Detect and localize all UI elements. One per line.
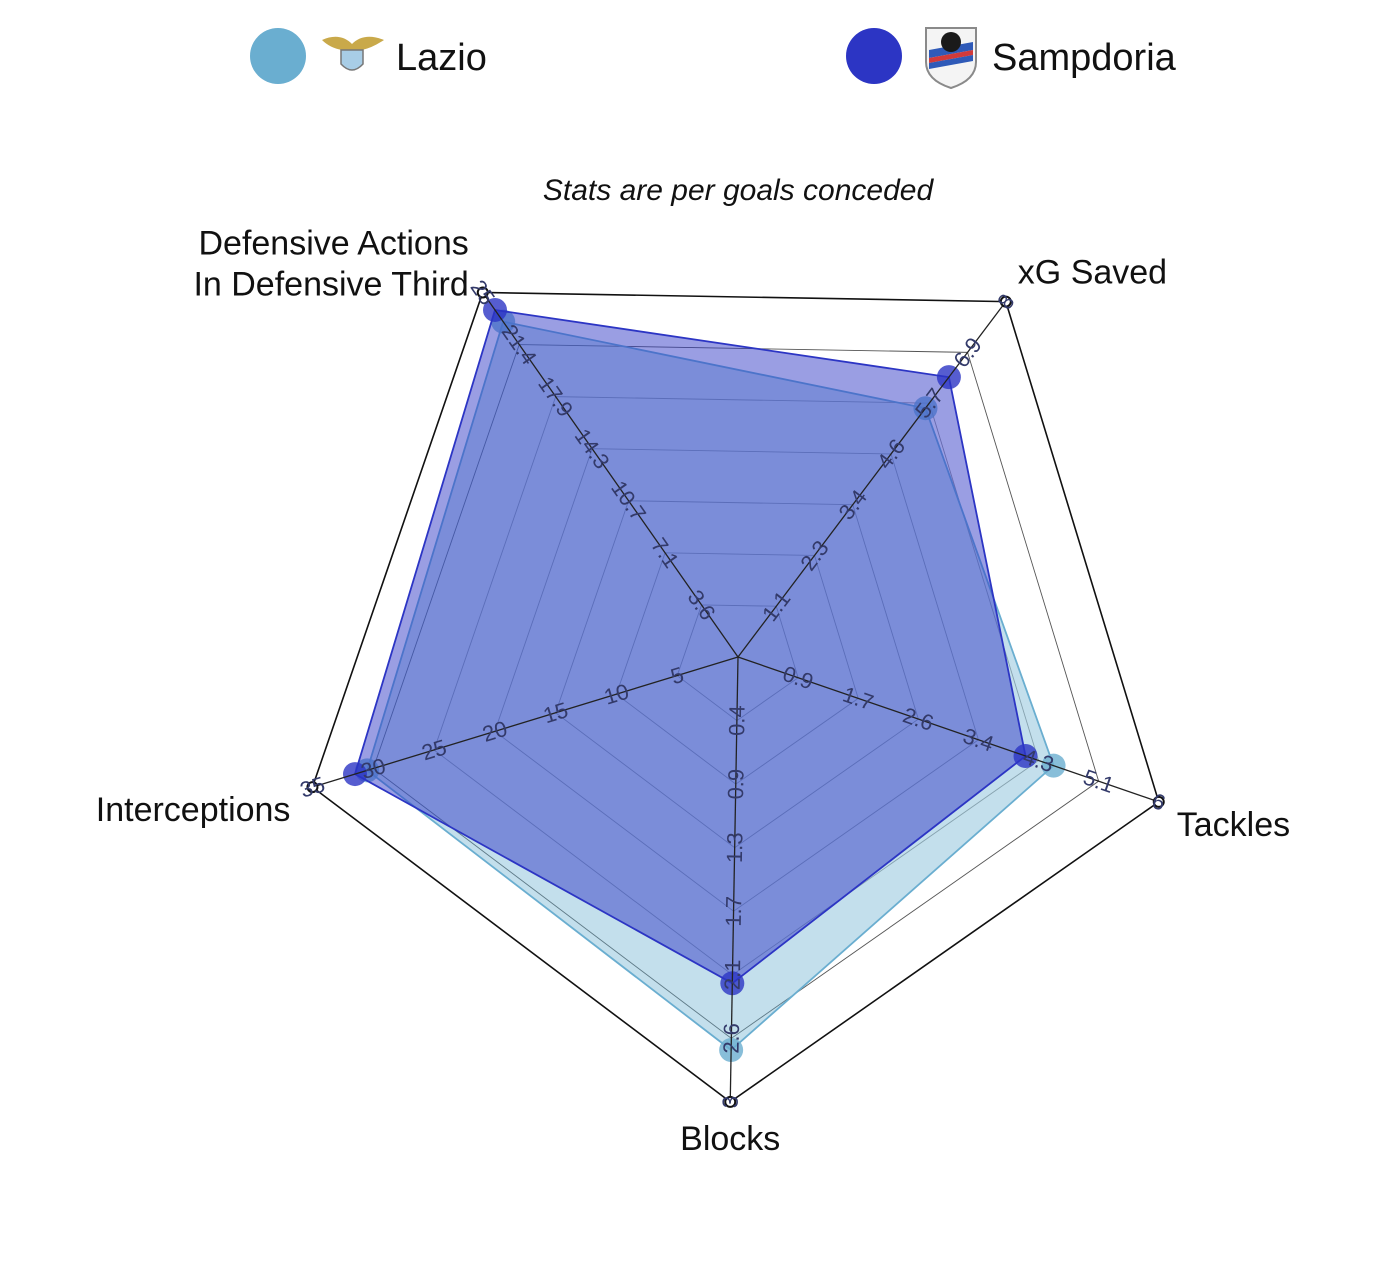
- axis-title-tackles: Tackles: [1177, 806, 1290, 844]
- tick-label: 5.1: [1080, 764, 1117, 798]
- lazio-eagle-crest-icon: [322, 36, 384, 71]
- grid-ring-6: [372, 344, 1100, 1039]
- axis-end-marker: [306, 781, 319, 794]
- radar-axes: [306, 286, 1165, 1108]
- tick-label: 6: [1149, 788, 1169, 816]
- legend-label-lazio: Lazio: [396, 37, 487, 79]
- axis-line-defensive-actions-in-defensive-third: [482, 292, 739, 658]
- tick-label: 2.1: [720, 959, 746, 990]
- grid-ring-4: [494, 448, 979, 912]
- tick-label: 8: [992, 289, 1019, 314]
- series-area-sampdoria: [353, 308, 1027, 985]
- tick-label: 2.6: [719, 1023, 745, 1054]
- legend-marker-sampdoria: [846, 28, 902, 84]
- legend-label-sampdoria: Sampdoria: [992, 37, 1177, 79]
- grid-ring-3: [555, 500, 919, 849]
- tick-label: 1.7: [721, 896, 747, 927]
- legend-item-lazio: Lazio: [250, 28, 487, 84]
- grid-ring-1: [676, 604, 799, 722]
- axis-end-marker: [1152, 795, 1165, 808]
- axis-title-interceptions: Interceptions: [96, 791, 291, 829]
- axis-end-marker: [724, 1095, 737, 1108]
- radar-series: [342, 297, 1066, 1063]
- tick-label: 0.4: [724, 705, 750, 736]
- tick-label: 3: [718, 1096, 743, 1109]
- chart-subtitle: Stats are per goals conceded: [543, 174, 935, 207]
- sampdoria-shield-crest-icon: [925, 27, 977, 90]
- tick-label: 1.3: [722, 832, 748, 863]
- grid-ring-5: [433, 396, 1040, 976]
- tick-label: 35: [297, 772, 328, 803]
- axis-line-xg-saved: [737, 301, 1007, 658]
- axis-end-marker: [999, 295, 1012, 308]
- legend: Lazio Sampdoria: [250, 27, 1177, 90]
- legend-marker-lazio: [250, 28, 306, 84]
- grid-ring-2: [615, 552, 859, 785]
- axis-line-blocks: [729, 656, 739, 1102]
- axis-title-xg-saved: xG Saved: [1018, 254, 1167, 292]
- axis-end-marker: [476, 286, 489, 299]
- legend-item-sampdoria: Sampdoria: [846, 27, 1177, 90]
- tick-label: 0.9: [723, 769, 749, 800]
- axis-line-interceptions: [312, 656, 739, 788]
- axis-title-defensive-actions-in-defensive-third: Defensive Actions: [198, 224, 468, 262]
- radar-grid: [311, 291, 1160, 1103]
- grid-ring-7: [311, 291, 1160, 1103]
- axis-title-defensive-actions-in-defensive-third: In Defensive Third: [193, 265, 468, 303]
- axis-title-blocks: Blocks: [680, 1120, 780, 1158]
- tick-label: 6.9: [948, 333, 986, 372]
- axis-line-tackles: [737, 656, 1159, 803]
